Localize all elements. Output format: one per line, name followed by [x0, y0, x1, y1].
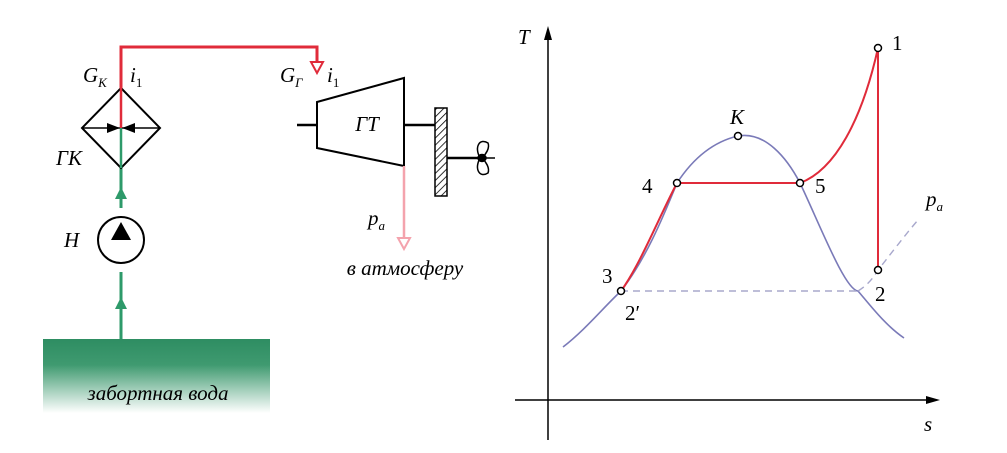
turbine-label: ГТ: [354, 112, 380, 136]
point-5-label: 5: [815, 174, 826, 198]
critical-point-label: К: [729, 105, 745, 129]
exhaust-pressure-label: pa: [366, 206, 386, 233]
tank-caption: забортная вода: [87, 381, 229, 405]
isobar-pa-superheat: [857, 219, 919, 292]
heat-exchanger-label: ГК: [55, 146, 83, 170]
x-axis-label: s: [924, 412, 932, 436]
isobar-pa-label: pa: [924, 187, 944, 214]
heat-exchanger: [80, 86, 162, 170]
steam-inlet-arrow-icon: [309, 61, 325, 76]
gk-enthalpy-label: i1: [130, 63, 142, 90]
power-scheme: забортная вода Н ГК GК i1: [43, 45, 495, 413]
flow-arrow-icon: [115, 297, 127, 309]
seawater-tank: [43, 339, 270, 413]
cycle-path: [620, 47, 879, 292]
arrow-right-icon: [107, 123, 120, 133]
saturation-curve: [562, 134, 905, 348]
point-2-marker: [873, 265, 883, 275]
steam-line: [119, 45, 319, 88]
exhaust-caption: в атмосферу: [347, 256, 464, 280]
gearbox: [434, 107, 448, 197]
point-5-marker: [795, 178, 805, 188]
propeller-icon: [476, 140, 495, 176]
flow-arrow-icon: [115, 187, 127, 199]
critical-point-marker: [733, 131, 743, 141]
gt-flow-label: GГ: [280, 63, 303, 90]
ts-diagram: T s pa 1 2 2′ 3 4: [515, 25, 944, 440]
point-3-label: 3: [602, 264, 613, 288]
y-axis-arrow-icon: [544, 26, 552, 40]
point-1-label: 1: [892, 31, 903, 55]
y-axis-label: T: [518, 25, 531, 49]
pump-triangle-icon: [111, 222, 131, 240]
point-4-marker: [672, 178, 682, 188]
point-2-label: 2: [875, 282, 886, 306]
arrow-left-icon: [122, 123, 135, 133]
state-points: [616, 43, 883, 296]
point-2prime-label: 2′: [625, 301, 640, 325]
x-axis-arrow-icon: [926, 396, 940, 404]
point-3-marker: [616, 286, 626, 296]
gt-enthalpy-label: i1: [327, 63, 339, 90]
gk-flow-label: GК: [83, 63, 108, 90]
pump: [97, 216, 145, 264]
point-1-marker: [873, 43, 883, 53]
exhaust-arrow-icon: [396, 237, 412, 252]
point-4-label: 4: [642, 174, 653, 198]
pump-label: Н: [63, 228, 81, 252]
